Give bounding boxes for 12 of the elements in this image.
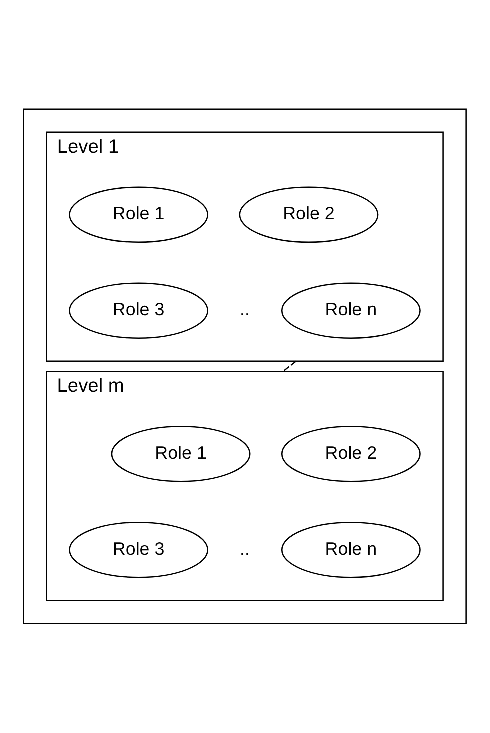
node-ellipse: Role 1 [111,426,251,482]
cluster [23,108,467,624]
node-ellipse: Role n [281,282,421,339]
node-ellipse: Role 2 [239,186,379,244]
label: .. [240,538,250,559]
node-ellipse: Role 3 [69,522,209,578]
connector [282,360,297,372]
node-ellipse: Role 3 [69,282,209,339]
label: .. [240,300,250,320]
node-ellipse: Role 2 [281,426,421,482]
node-ellipse: Role n [281,522,421,578]
node-ellipse: Role 1 [69,186,209,244]
